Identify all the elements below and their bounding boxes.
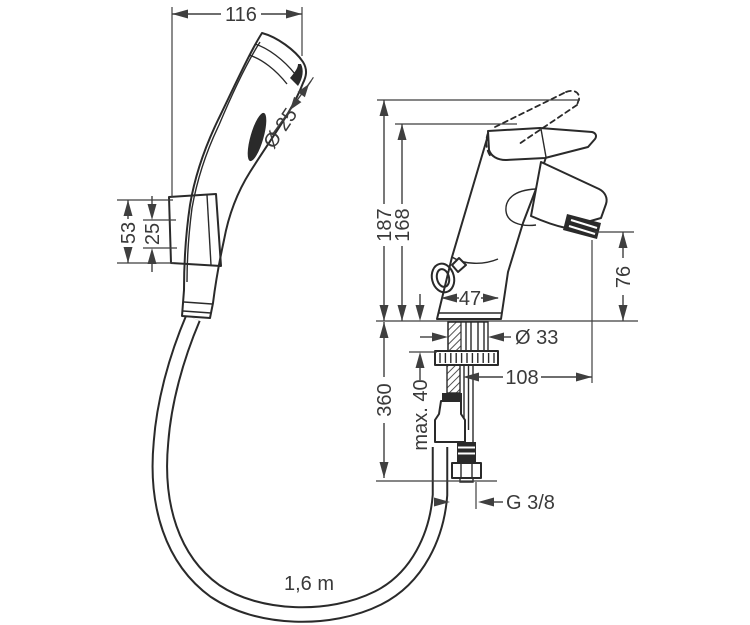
holder-spacing-label: 25 (142, 223, 164, 245)
holder-height-label: 53 (118, 222, 140, 244)
connection-nut (451, 462, 482, 483)
base-shoulder (451, 256, 499, 264)
mounting-nut (434, 350, 499, 366)
spray-face-rim (254, 43, 296, 75)
handle-end-fitting-2 (182, 310, 212, 314)
aerator-slit-2 (568, 224, 596, 236)
faucet (430, 89, 608, 320)
faucet-underdeck (434, 321, 499, 483)
hand-shower (181, 32, 307, 319)
handle-joint (540, 128, 547, 158)
holder-height-dimension: 53 (118, 200, 140, 263)
spray-face-shade (290, 64, 303, 86)
base-width-dimension: 47 (441, 288, 499, 310)
shank-thread-hatch (447, 321, 462, 352)
max-deck-thickness-dimension: max. 40 (410, 294, 432, 451)
shower-control-button (247, 112, 267, 162)
hose-length-label: 1,6 m (284, 573, 334, 595)
faucet-handle (487, 127, 597, 161)
hand-shower-inner-contour (186, 41, 261, 283)
flexible-tail (446, 364, 461, 394)
spout-reach-label: 108 (505, 367, 538, 389)
hose-crimp (442, 393, 462, 401)
supply-length-dimension: 360 (374, 322, 396, 478)
spray-face-rim-2 (248, 54, 288, 85)
tap-hole-diameter-label: Ø 33 (515, 327, 558, 349)
hand-shower-body (181, 32, 307, 319)
hand-shower-width-dimension: 116 (172, 4, 302, 26)
spout-underside (505, 188, 537, 227)
compression-fitting (457, 442, 476, 463)
total-height-dimension: 187 (374, 100, 396, 321)
max-deck-thickness-label: max. 40 (410, 379, 432, 450)
hose-ring (430, 257, 467, 294)
faucet-spout (530, 161, 608, 229)
shower-hose (151, 314, 449, 623)
dimension-annotations: 116 Ø 25 53 25 (117, 4, 638, 595)
hose-union (434, 400, 466, 443)
handle-end-fitting (183, 301, 213, 305)
height-to-spout-dimension: 168 (392, 124, 414, 321)
aerator-slit (570, 218, 598, 230)
total-height-label: 187 (374, 208, 396, 241)
height-to-spout-label: 168 (392, 208, 414, 241)
spout-outlet-height-label: 76 (613, 266, 635, 288)
connection-thread-dimension: G 3/8 (434, 492, 555, 514)
spout-reach-dimension: 108 (463, 367, 592, 389)
handle-raised-position (485, 89, 580, 158)
connection-thread-label: G 3/8 (506, 492, 555, 514)
holder-spacing-dimension: 25 (142, 196, 164, 272)
hand-shower-width-label: 116 (225, 4, 257, 26)
base-width-label: 47 (459, 288, 481, 310)
supply-length-label: 360 (374, 383, 396, 416)
tap-hole-diameter-dimension: Ø 33 (420, 327, 558, 349)
spout-outlet-height-dimension: 76 (613, 232, 635, 321)
shower-holder (168, 193, 222, 267)
